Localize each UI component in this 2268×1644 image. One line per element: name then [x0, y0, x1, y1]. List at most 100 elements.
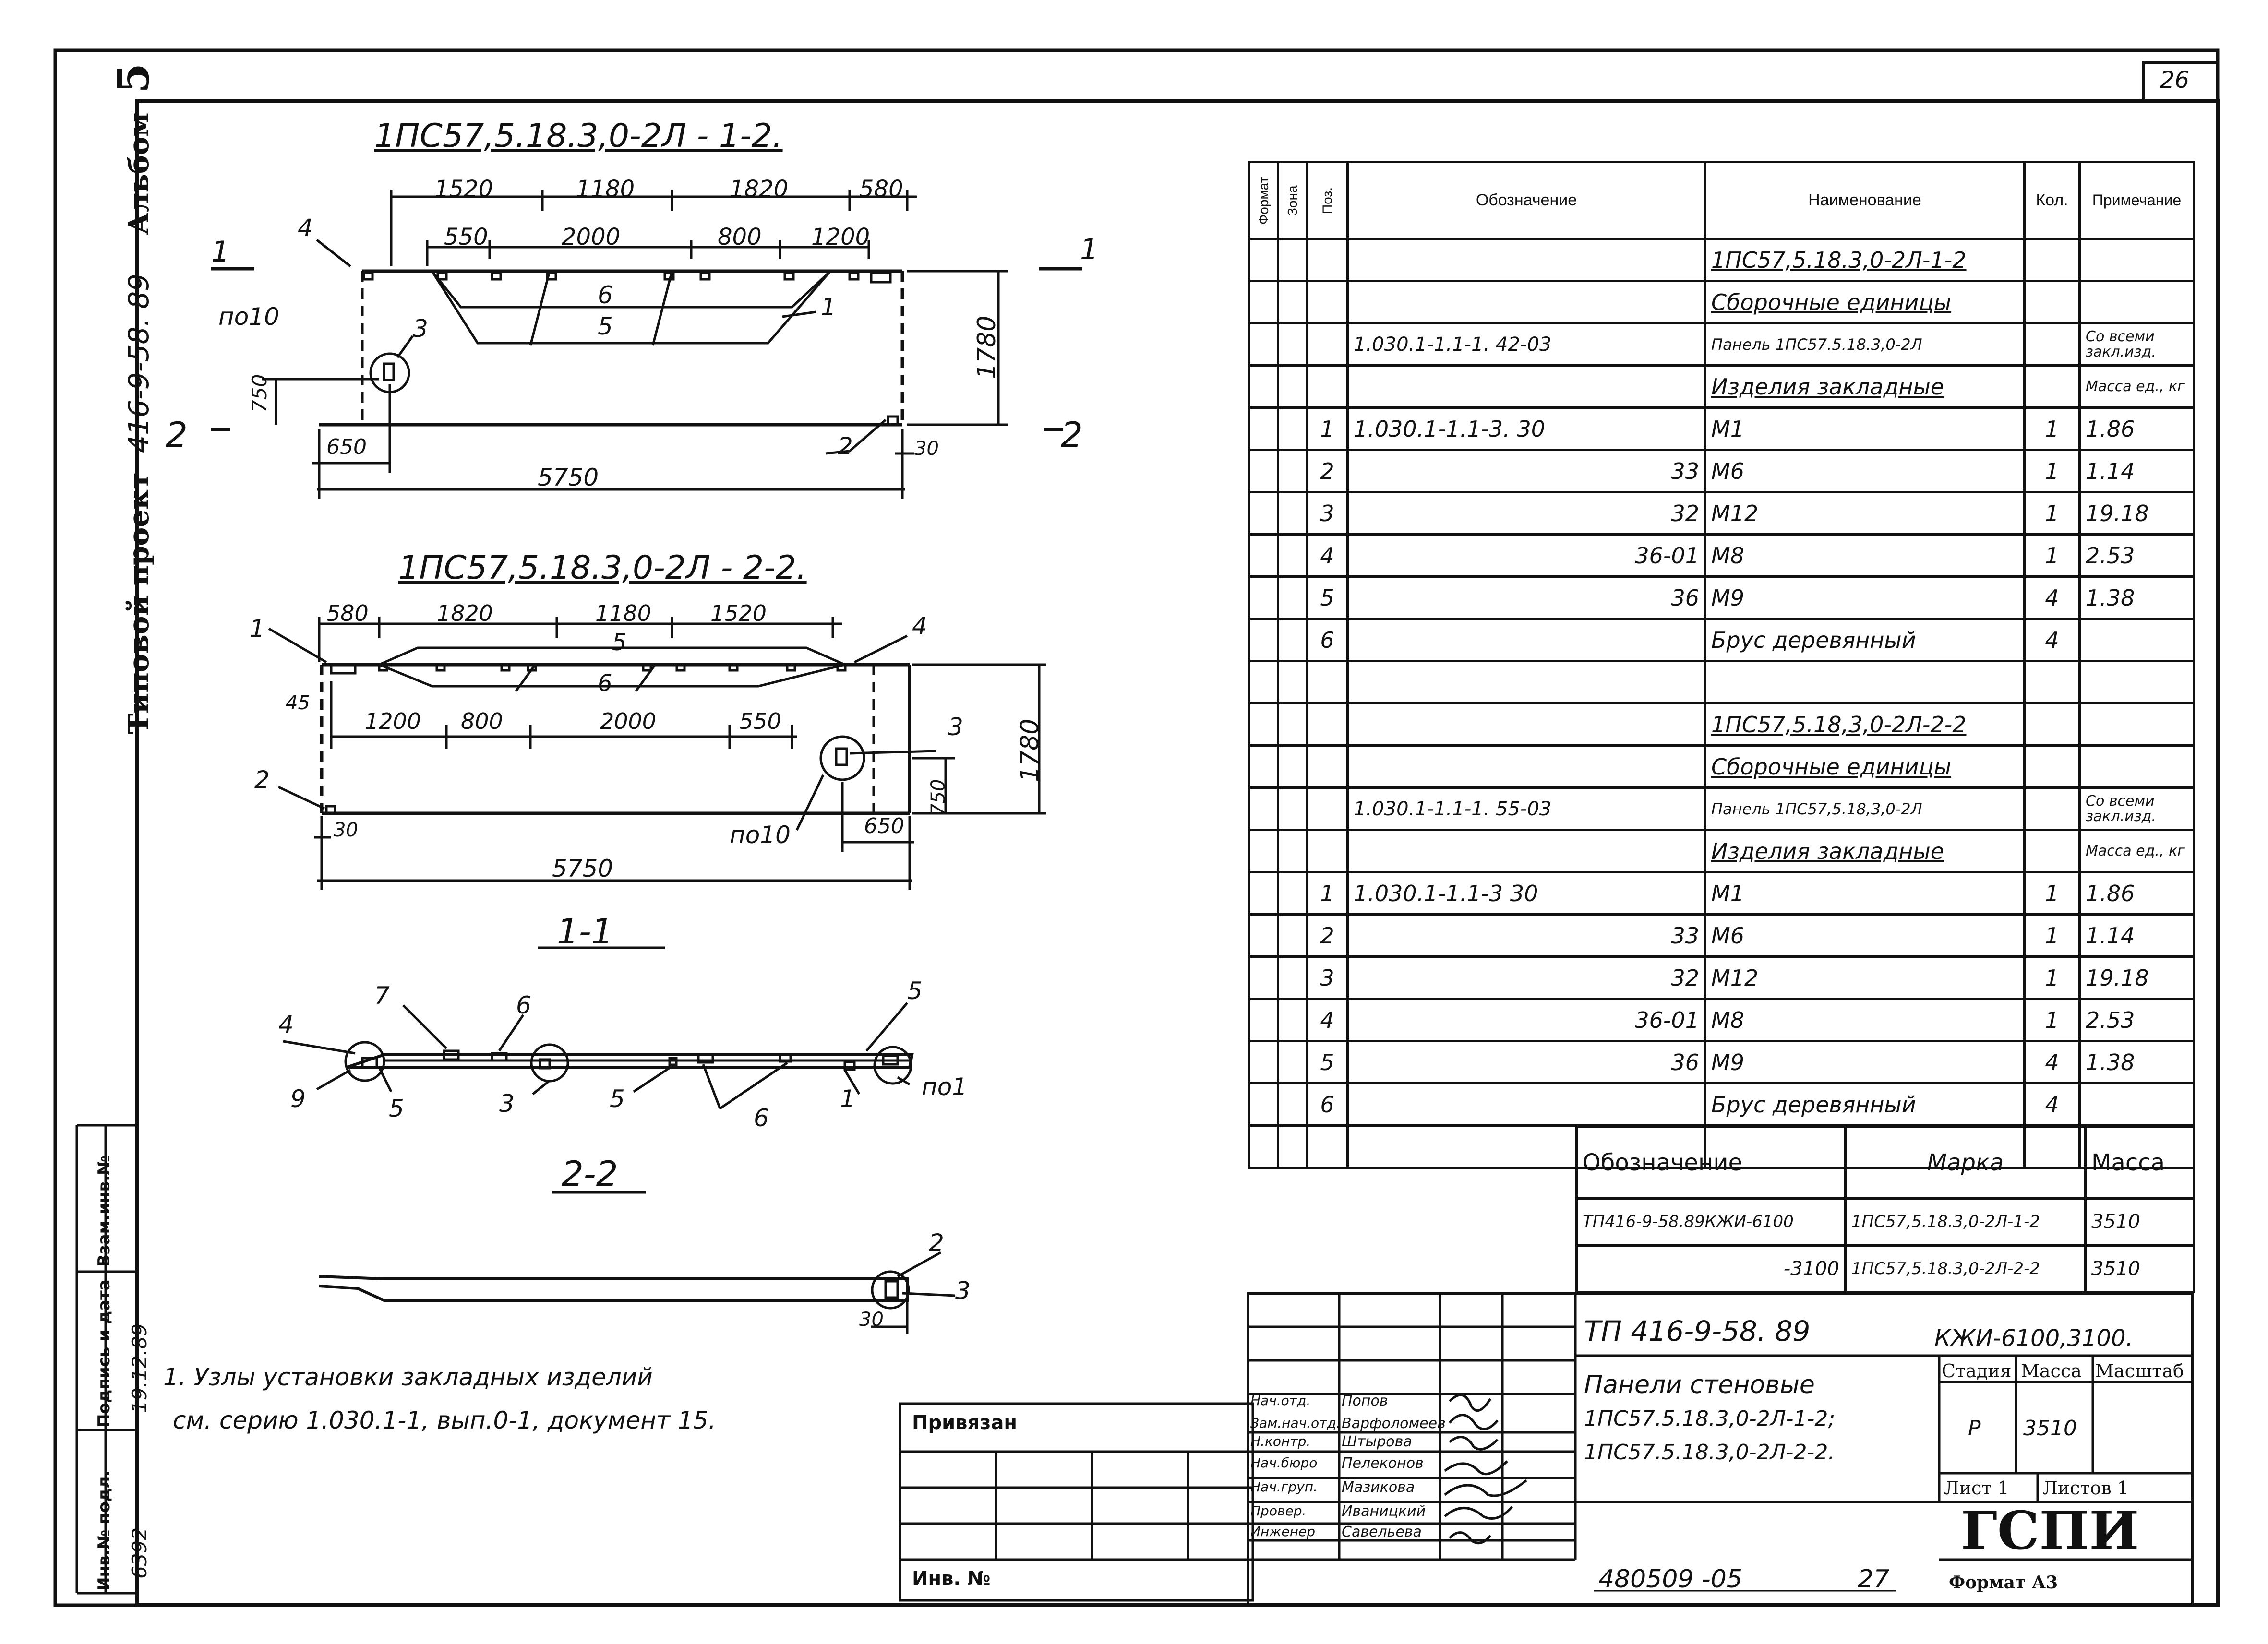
v2-pos2: 2 — [254, 766, 270, 794]
spec-cell — [1248, 238, 1279, 282]
spec-cell — [1277, 871, 1308, 916]
spec-cell: 1 — [2023, 491, 2081, 536]
spec-row: 1ПС57,5.18.3,0-2Л-1-2 — [1248, 238, 2195, 282]
spec-cell — [1248, 533, 1279, 578]
v1-pos5: 5 — [598, 312, 613, 340]
spec-row: Сборочные единицы — [1248, 280, 2195, 324]
spec-cell — [1306, 744, 1349, 789]
s1-p4: 4 — [278, 1011, 294, 1038]
spec-cell: 2 — [1306, 449, 1349, 493]
spec-cell: 4 — [1306, 533, 1349, 578]
spec-cell: 1.38 — [2078, 1040, 2195, 1084]
spec-cell — [1248, 322, 1279, 367]
spec-cell — [1306, 829, 1349, 873]
v2-dim: 1520 — [710, 600, 767, 626]
marks-header-row: Обозначение Марка Масса — [1575, 1125, 2195, 1200]
spec-cell: 1.86 — [2078, 871, 2195, 916]
spec-cell: М6 — [1704, 913, 2026, 958]
spec-header: Обозначение — [1346, 161, 1706, 240]
spec-cell: 32 — [1346, 491, 1706, 536]
spec-cell — [1277, 1082, 1308, 1127]
spec-row — [1248, 660, 2195, 704]
spec-cell — [1248, 406, 1279, 451]
marks-header: Марка — [1844, 1125, 2087, 1200]
tb-bottom-code: 480509 -05 — [1598, 1565, 1742, 1594]
album-label: Типовой проект 416-9-58. 89 Альбом 5 — [108, 63, 159, 734]
spec-cell — [1277, 1124, 1308, 1169]
spec-cell — [1248, 998, 1279, 1042]
spec-cell — [1248, 280, 1279, 324]
v2-dim: 550 — [739, 708, 781, 734]
tb-stage-label: Стадия — [1942, 1360, 2012, 1382]
v2-dim-length: 5750 — [552, 855, 613, 882]
tb-doc: КЖИ-6100,3100. — [1934, 1325, 2133, 1352]
signer-role: Нач.бюро — [1250, 1455, 1318, 1471]
spec-cell — [1248, 744, 1279, 789]
spec-cell — [1248, 702, 1279, 747]
v1-dim: 1820 — [730, 176, 789, 203]
spec-cell — [2078, 280, 2195, 324]
spec-cell — [1306, 660, 1349, 704]
s1-po1: по1 — [922, 1073, 968, 1101]
project-code: 416-9-58. 89 — [122, 273, 155, 453]
album-number: 5 — [108, 63, 159, 94]
tb-sheets-label: Листов 1 — [2042, 1477, 2129, 1499]
spec-cell: 1.030.1-1.1-3. 30 — [1346, 406, 1706, 451]
signer-name: Варфоломеев — [1342, 1415, 1446, 1432]
s1-p1: 1 — [840, 1085, 855, 1113]
spec-cell: 1.030.1-1.1-3 30 — [1346, 871, 1706, 916]
tb-format: Формат А3 — [1949, 1573, 2058, 1593]
spec-cell — [1277, 618, 1308, 662]
v2-pos5: 5 — [612, 629, 627, 656]
spec-cell — [2078, 744, 2195, 789]
spec-header-row: Формат Зона Поз. Обозначение Наименовани… — [1249, 161, 2195, 240]
page-number: 26 — [2160, 67, 2190, 94]
spec-cell — [2078, 1082, 2195, 1127]
view1-title: 1ПС57,5.18.3,0-2Л - 1-2. — [374, 117, 783, 155]
spec-cell: М12 — [1704, 491, 2026, 536]
spec-cell — [2023, 364, 2081, 409]
signer-name: Штырова — [1342, 1433, 1412, 1450]
v1-dim: 1180 — [576, 176, 635, 203]
spec-cell: Масса ед., кг — [2078, 364, 2195, 409]
spec-cell: 3 — [1306, 491, 1349, 536]
spec-cell: 1.38 — [2078, 575, 2195, 620]
spec-cell — [2078, 238, 2195, 282]
signer-name: Пелеконов — [1342, 1455, 1424, 1472]
s1-p9: 9 — [290, 1085, 306, 1113]
spec-cell: 33 — [1346, 913, 1706, 958]
s1-p6b: 6 — [754, 1104, 769, 1132]
v1-dim: 800 — [718, 224, 762, 250]
spec-cell — [1277, 491, 1308, 536]
spec-cell — [1248, 786, 1279, 831]
spec-cell: 5 — [1306, 575, 1349, 620]
spec-cell: 36 — [1346, 1040, 1706, 1084]
spec-row: 1ПС57,5.18,3,0-2Л-2-2 — [1248, 702, 2195, 747]
spec-cell: 1 — [2023, 406, 2081, 451]
spec-cell: 19.18 — [2078, 491, 2195, 536]
tb-name-line1: Панели стеновые — [1584, 1370, 1815, 1399]
spec-cell: 1 — [2023, 998, 2081, 1042]
spec-cell — [1277, 322, 1308, 367]
spec-cell — [1346, 702, 1706, 747]
spec-cell: 1 — [1306, 871, 1349, 916]
privyazan-inv-label: Инв. № — [912, 1568, 991, 1590]
signer-name: Мазикова — [1342, 1479, 1415, 1496]
spec-cell: 1 — [2023, 913, 2081, 958]
s1-p7: 7 — [374, 982, 390, 1010]
v2-dim: 580 — [326, 600, 369, 626]
spec-cell — [1346, 744, 1706, 789]
spec-header: Примечание — [2078, 161, 2195, 240]
note-line1: 1. Узлы установки закладных изделий — [163, 1363, 653, 1391]
spec-cell — [1306, 1124, 1349, 1169]
v1-pos6: 6 — [598, 281, 613, 309]
stamp-vzam-label: Взам.инв.№ — [95, 1156, 114, 1267]
